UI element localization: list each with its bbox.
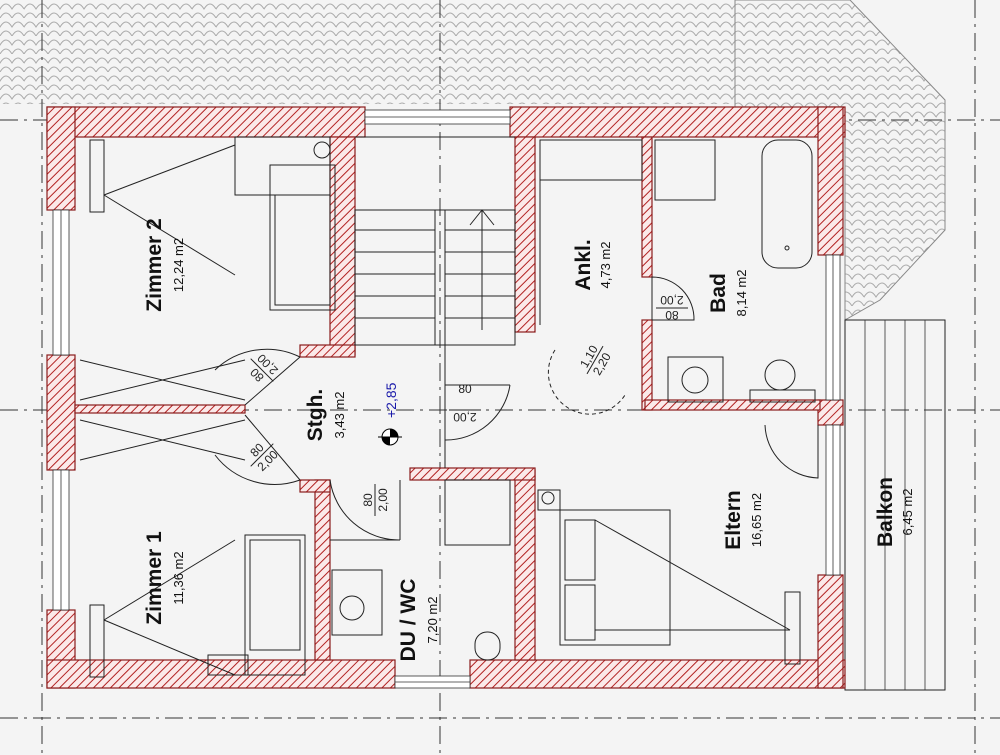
room-area-stgh: 3,43 m2	[332, 392, 347, 439]
room-name-du-wc: DU / WC	[397, 579, 420, 662]
room-name-zimmer-2: Zimmer 2	[143, 218, 166, 311]
room-name-stgh: Stgh.	[304, 389, 327, 442]
door-height-label: 2,00	[660, 293, 684, 307]
room-name-eltern: Eltern	[722, 490, 745, 550]
furniture	[79, 136, 816, 678]
door-labels: 80 2,00 80 2,00 80 2,00 80 2,00 80 2,00 …	[247, 293, 688, 516]
door-width-label: 80	[361, 493, 375, 507]
room-name-zimmer-1: Zimmer 1	[143, 531, 166, 625]
room-area-bad: 8,14 m2	[734, 270, 749, 317]
staircase	[354, 136, 516, 468]
room-area-zimmer-1: 11,36 m2	[171, 551, 186, 604]
door-height-label: 2,00	[453, 410, 477, 424]
level-marker: +2,85	[378, 382, 402, 446]
room-name-balkon: Balkon	[874, 477, 897, 547]
room-area-du-wc: 7,20 m2	[425, 597, 440, 644]
room-area-eltern: 16,65 m2	[749, 493, 764, 547]
door-width-label: 80	[665, 308, 679, 322]
door-height-label: 2,00	[376, 488, 390, 512]
room-area-ankl: 4,73 m2	[598, 242, 613, 289]
level-label: +2,85	[383, 382, 399, 418]
room-name-bad: Bad	[707, 273, 730, 313]
roof-tiles	[0, 0, 946, 321]
door-swings	[214, 276, 819, 541]
room-name-ankl: Ankl.	[572, 239, 595, 290]
door-width-label: 80	[458, 382, 472, 396]
balcony	[844, 319, 946, 691]
room-area-balkon: 6,45 m2	[900, 489, 915, 536]
walls	[46, 106, 846, 689]
room-labels: Zimmer 2 12,24 m2 Zimmer 1 11,36 m2 Stgh…	[143, 218, 915, 661]
room-area-zimmer-2: 12,24 m2	[171, 238, 186, 292]
windows	[52, 109, 841, 689]
